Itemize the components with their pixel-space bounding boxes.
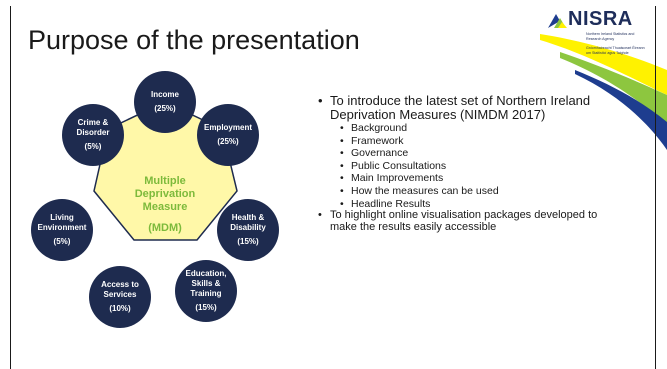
slide-title: Purpose of the presentation bbox=[28, 25, 360, 55]
domain-label: Crime & Disorder bbox=[76, 118, 110, 137]
mdm-center-title: Multiple Deprivation Measure bbox=[134, 175, 196, 213]
nisra-logo: NISRA Northern Ireland Statistics and Re… bbox=[546, 8, 656, 62]
domain-label: Employment bbox=[203, 123, 252, 132]
mdm-center-label: Multiple Deprivation Measure (MDM) bbox=[120, 175, 210, 234]
domain-weight: (25%) bbox=[217, 137, 239, 146]
domain-weight: (25%) bbox=[154, 104, 176, 113]
domain-education-skills-training: Education, Skills & Training (15%) bbox=[175, 260, 237, 322]
bullet-sub-item: Framework bbox=[318, 135, 618, 148]
slide-frame bbox=[10, 6, 656, 369]
domain-weight: (15%) bbox=[237, 237, 259, 246]
bullet-sub-item: Background bbox=[318, 122, 618, 135]
domain-health-disability: Health & Disability (15%) bbox=[217, 199, 279, 261]
bullet-sub-item: Public Consultations bbox=[318, 160, 618, 173]
domain-label: Access to Services bbox=[101, 280, 139, 299]
domain-label: Income bbox=[150, 90, 179, 99]
bullet-sub-item: Main Improvements bbox=[318, 172, 618, 185]
domain-weight: (5%) bbox=[84, 142, 102, 151]
domain-income: Income (25%) bbox=[134, 71, 196, 133]
bullet-sub-item: Headline Results bbox=[318, 198, 618, 211]
domain-living-environment: Living Environment (5%) bbox=[31, 199, 93, 261]
domain-weight: (15%) bbox=[195, 303, 217, 312]
domain-weight: (10%) bbox=[109, 304, 131, 313]
bullet-main-1: To introduce the latest set of Northern … bbox=[318, 94, 618, 122]
bullet-sub-item: Governance bbox=[318, 147, 618, 160]
logo-subtitle-english: Northern Ireland Statistics and Research… bbox=[586, 32, 635, 41]
bullet-sub-item: How the measures can be used bbox=[318, 185, 618, 198]
domain-access-to-services: Access to Services (10%) bbox=[89, 266, 151, 328]
domain-label: Education, Skills & Training bbox=[185, 269, 227, 298]
domain-label: Living Environment bbox=[37, 213, 87, 232]
domain-weight: (5%) bbox=[53, 237, 71, 246]
bullet-list: To introduce the latest set of Northern … bbox=[318, 94, 618, 233]
nisra-logo-icon bbox=[548, 14, 567, 28]
domain-crime-disorder: Crime & Disorder (5%) bbox=[62, 104, 124, 166]
domain-employment: Employment (25%) bbox=[197, 104, 259, 166]
logo-subtitle-irish: Gníomhaireacht Thuaisceart Éireann um St… bbox=[586, 46, 645, 55]
bullet-main-2: To highlight online visualisation packag… bbox=[318, 209, 618, 233]
mdm-center-abbr: (MDM) bbox=[148, 222, 182, 234]
domain-label: Health & Disability bbox=[230, 213, 266, 232]
logo-wordmark: NISRA bbox=[568, 8, 633, 30]
